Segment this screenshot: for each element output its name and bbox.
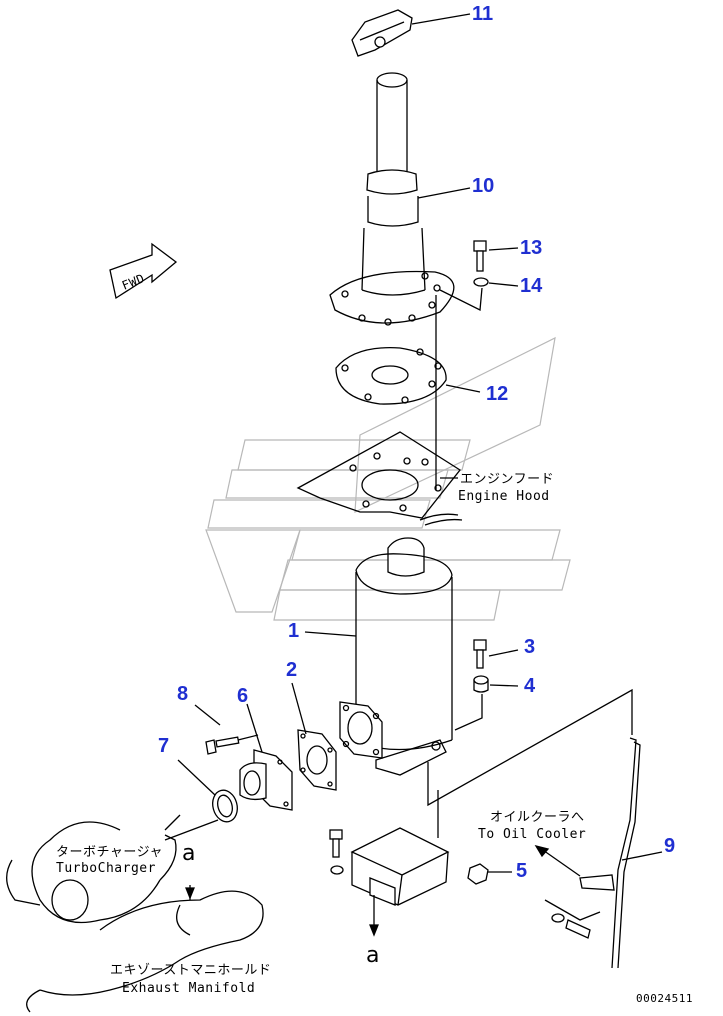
rain-cap: [351, 9, 471, 57]
engine-hood-plate: [296, 431, 463, 526]
spacer-4: [454, 675, 519, 731]
callout-14: 14: [520, 275, 543, 297]
nut-5: [467, 863, 512, 885]
callout-13: 13: [520, 237, 542, 259]
pipe-flange: [329, 270, 455, 326]
callout-1: 1: [288, 620, 299, 642]
bolt-13: [473, 240, 519, 272]
watermark-logo: [205, 336, 571, 621]
gasket-ring: [164, 759, 238, 841]
forward-arrow-label: FWD: [120, 271, 147, 293]
turbocharger-label-jp: ターボチャージャ: [56, 845, 163, 860]
oil-tube: [534, 737, 663, 969]
exhaust-manifold: [26, 885, 264, 1013]
reference-a-bottom: a: [366, 943, 379, 968]
callout-2: 2: [286, 659, 297, 681]
callout-7: 7: [158, 735, 169, 757]
forward-arrow: FWD: [109, 242, 178, 300]
callout-10: 10: [472, 175, 494, 197]
callout-9: 9: [664, 835, 675, 857]
oil-cooler-label-jp: オイルクーラへ: [490, 810, 585, 825]
adapter-flange: [239, 703, 293, 811]
flange-gasket: [291, 682, 337, 791]
manifold-label-en: Exhaust Manifold: [122, 981, 255, 996]
callout-11: 11: [472, 3, 493, 25]
engine-hood-label-jp: エンジンフード: [460, 472, 554, 487]
callout-6: 6: [237, 685, 248, 707]
mounting-bracket: [329, 827, 450, 937]
muffler: [304, 537, 453, 776]
callout-5: 5: [516, 860, 527, 882]
callout-8: 8: [177, 683, 188, 705]
turbocharger-label-en: TurboCharger: [56, 861, 156, 876]
turbocharger: [6, 814, 181, 924]
drawing-number: 00024511: [636, 992, 693, 1005]
bolt-8: [194, 704, 259, 755]
oil-cooler-label-en: To Oil Cooler: [478, 827, 586, 842]
engine-hood-label-en: Engine Hood: [458, 489, 550, 504]
callout-3: 3: [524, 636, 535, 658]
reference-a-top: a: [182, 841, 195, 866]
manifold-label-jp: エキゾーストマニホールド: [110, 963, 271, 978]
gasket: [335, 347, 481, 405]
callout-4: 4: [524, 675, 536, 697]
washer-14: [473, 277, 519, 287]
exhaust-pipe: [361, 72, 471, 296]
bolt-3: [473, 639, 519, 669]
callout-12: 12: [486, 383, 508, 405]
